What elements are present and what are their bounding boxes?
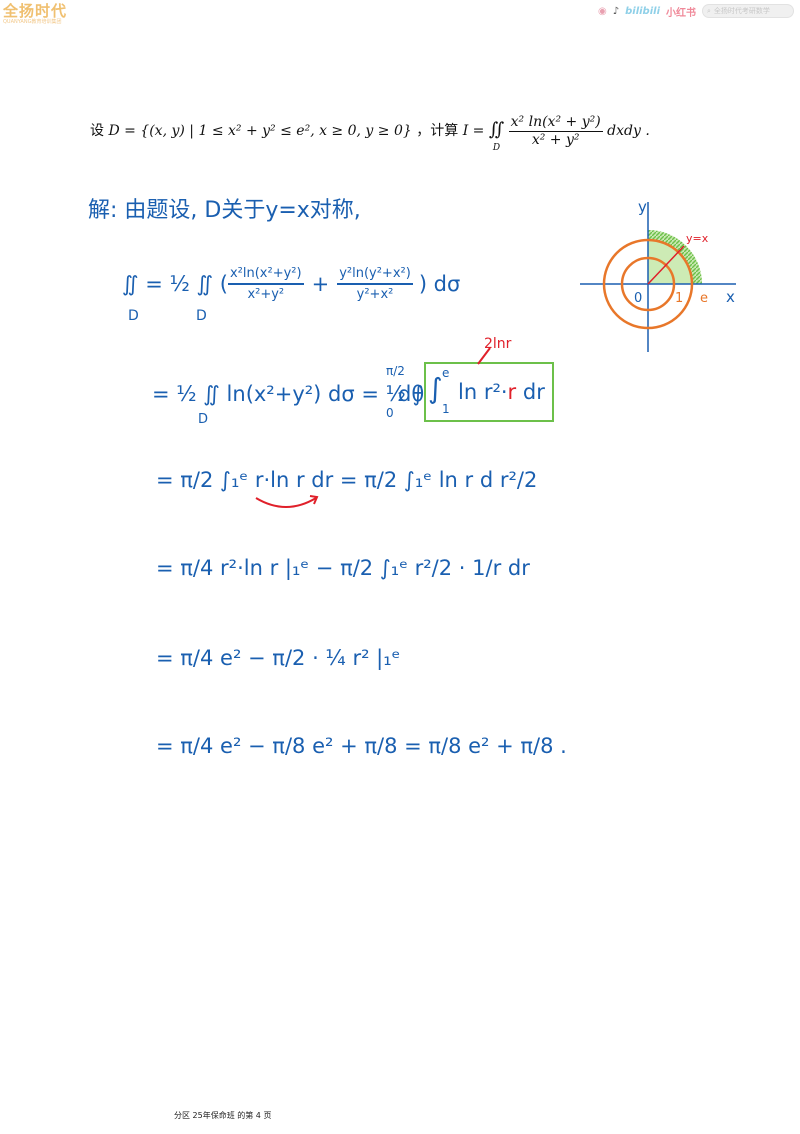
line2-sub-d1: D bbox=[128, 308, 139, 324]
box-body-1: ln r²· bbox=[458, 380, 508, 404]
search-box[interactable]: ⌕ 全扬时代考研数学 bbox=[702, 4, 794, 18]
annotation-arrow bbox=[477, 347, 491, 365]
solution-line-3: = ½ ∬ ln(x²+y²) dσ = ½ ∫ bbox=[152, 382, 424, 406]
fraction-denominator: x² + y² bbox=[531, 131, 580, 148]
brand-name: 全扬时代 bbox=[3, 2, 68, 20]
social-bar: ◉ ♪ bilibili 小红书 ⌕ 全扬时代考研数学 bbox=[598, 2, 794, 20]
line2-lhs: ∬ = ½ ∬ ( bbox=[122, 272, 228, 296]
brand-subtitle: QUANYANG教育培训集团 bbox=[3, 19, 62, 25]
line2-end: ) dσ bbox=[418, 272, 461, 296]
solution-line-6: = π/4 e² − π/2 · ¼ r² |₁ᵉ bbox=[156, 646, 401, 670]
box-body-2: dr bbox=[516, 380, 545, 404]
line2-frac1-den: x²+y² bbox=[247, 287, 285, 302]
search-icon: ⌕ bbox=[707, 6, 711, 15]
highlight-box: ∫ e 1 ln r²·r dr bbox=[424, 362, 554, 422]
fraction-numerator: x² ln(x² + y²) bbox=[508, 113, 603, 132]
tick-e-label: e bbox=[700, 291, 708, 306]
xiaohongshu-logo[interactable]: 小红书 bbox=[666, 7, 696, 19]
domain-definition: D = {(x, y) | 1 ≤ x² + y² ≤ e², x ≥ 0, y… bbox=[108, 123, 412, 139]
solution-line-4: = π/2 ∫₁ᵉ r·ln r dr = π/2 ∫₁ᵉ ln r d r²/… bbox=[156, 468, 538, 492]
integral-lhs: I = bbox=[462, 123, 485, 139]
integral-subscript: D bbox=[492, 143, 501, 153]
solution-intro: 解: 由题设, D关于y=x对称, bbox=[88, 198, 361, 223]
problem-tail: dxdy . bbox=[607, 123, 650, 139]
problem-statement: 设 D = {(x, y) | 1 ≤ x² + y² ≤ e², x ≥ 0,… bbox=[90, 110, 650, 154]
line2-frac2-den: y²+x² bbox=[356, 287, 394, 302]
plus-sign: + bbox=[311, 272, 330, 296]
box-red-r: r bbox=[507, 380, 517, 404]
x-axis-label: x bbox=[726, 288, 735, 306]
tick-1-label: 1 bbox=[675, 291, 683, 306]
box-integral-sign: ∫ bbox=[428, 372, 443, 405]
line-label: y=x bbox=[686, 232, 709, 245]
box-lower-limit: 1 bbox=[442, 402, 450, 416]
line2-frac2-num: y²ln(y²+x²) bbox=[337, 264, 413, 285]
annulus-hatch bbox=[648, 230, 702, 284]
origin-label: 0 bbox=[634, 291, 642, 306]
line3-sub-d: D bbox=[198, 412, 209, 427]
line2-frac1-num: x²ln(x²+y²) bbox=[227, 264, 304, 285]
region-figure: y x 0 1 e y=x bbox=[580, 198, 736, 352]
annotation-2lnr: 2lnr bbox=[484, 336, 512, 352]
inner-circle bbox=[620, 256, 676, 312]
line3-lower-limit: 0 bbox=[386, 406, 394, 420]
bilibili-logo[interactable]: bilibili bbox=[625, 5, 660, 17]
solution-line-7: = π/4 e² − π/8 e² + π/8 = π/8 e² + π/8 . bbox=[156, 734, 567, 758]
parts-arrow bbox=[255, 495, 319, 508]
outer-circle bbox=[602, 238, 694, 330]
weibo-icon[interactable]: ◉ bbox=[597, 5, 607, 17]
line-y-eq-x bbox=[647, 245, 685, 285]
line2-sub-d2: D bbox=[196, 308, 207, 324]
brand-logo-left: 全扬时代 QUANYANG教育培训集团 bbox=[3, 3, 67, 25]
solution-line-5: = π/4 r²·ln r |₁ᵉ − π/2 ∫₁ᵉ r²/2 · 1/r d… bbox=[156, 556, 530, 580]
double-integral-sign: ∬ bbox=[488, 119, 505, 140]
y-axis-label: y bbox=[638, 198, 647, 216]
box-upper-limit: e bbox=[442, 366, 450, 380]
problem-set-text: 设 bbox=[90, 123, 104, 139]
solution-line-2: ∬ = ½ ∬ ( x²ln(x²+y²) x²+y² + y²ln(y²+x²… bbox=[122, 264, 460, 304]
line3-upper-limit: π/2 bbox=[386, 364, 405, 378]
problem-compute-text: ，计算 bbox=[416, 123, 459, 139]
page-footer: 分区 25年保命班 的第 4 页 bbox=[174, 1111, 272, 1120]
search-placeholder: 全扬时代考研数学 bbox=[713, 7, 770, 15]
douyin-icon[interactable]: ♪ bbox=[612, 5, 620, 17]
box-integrand: ln r²·r dr bbox=[458, 380, 545, 404]
line3-dtheta: dθ bbox=[398, 382, 425, 406]
